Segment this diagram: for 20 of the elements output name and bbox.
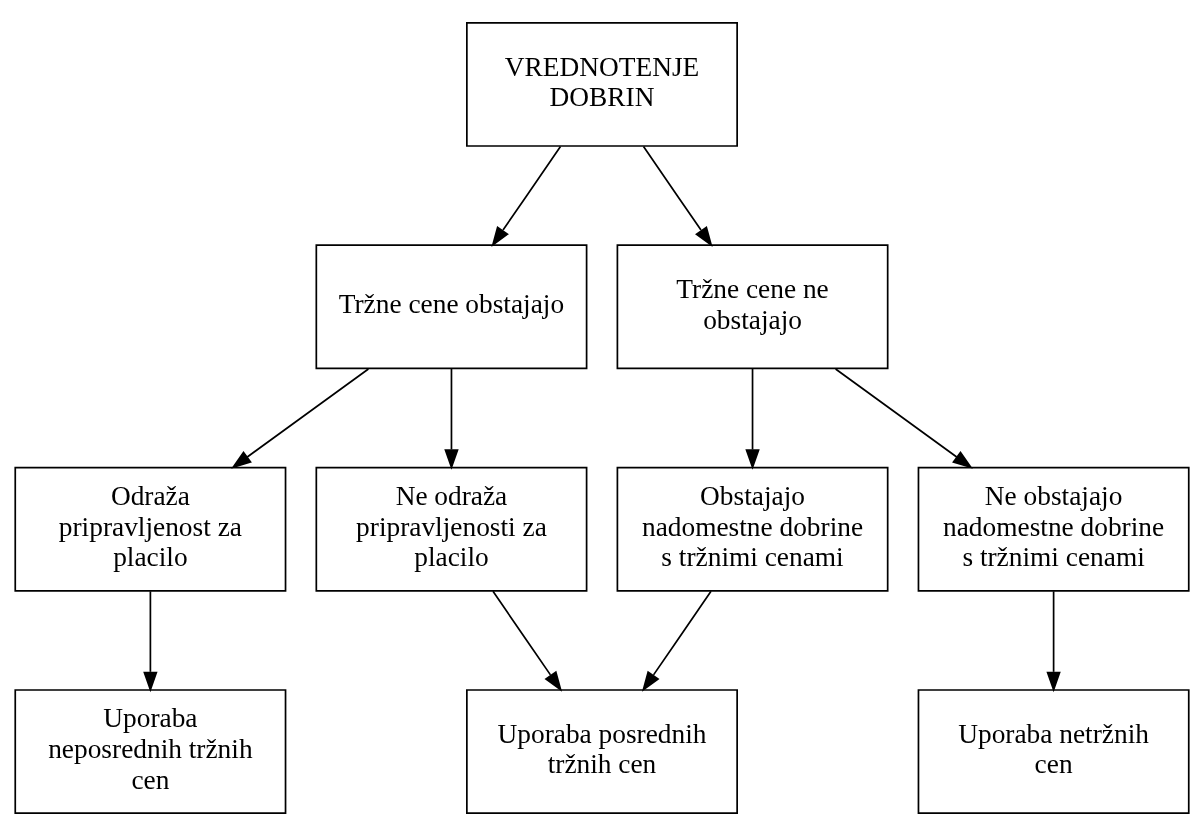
node-box: Uporaba posrednih tržnih cen (466, 688, 738, 814)
arrow (492, 589, 563, 692)
arrow (641, 589, 712, 692)
node-box: Obstajajo nadomestne dobrine s tržnimi cenami (616, 466, 889, 592)
node-box: Odraža pripravljenost za placilo (14, 466, 287, 592)
arrow (834, 367, 973, 469)
arrow (143, 589, 158, 692)
arrow (491, 145, 562, 247)
arrow (745, 367, 760, 470)
arrow (444, 367, 459, 470)
arrow (231, 367, 370, 469)
node-box: Uporaba neposrednih tržnih cen (14, 688, 287, 814)
node-box: Tržne cene ne obstajajo (616, 243, 889, 369)
node-box: Uporaba netržnih cen (917, 688, 1190, 814)
arrow (642, 145, 713, 247)
node-box: VREDNOTENJE DOBRIN (466, 21, 738, 147)
node-box: Ne odraža pripravljenosti za placilo (315, 466, 588, 592)
node-box: Ne obstajajo nadomestne dobrine s tržnimi cenami (917, 466, 1190, 592)
arrow (1046, 589, 1061, 692)
node-box: Tržne cene obstajajo (315, 243, 588, 369)
